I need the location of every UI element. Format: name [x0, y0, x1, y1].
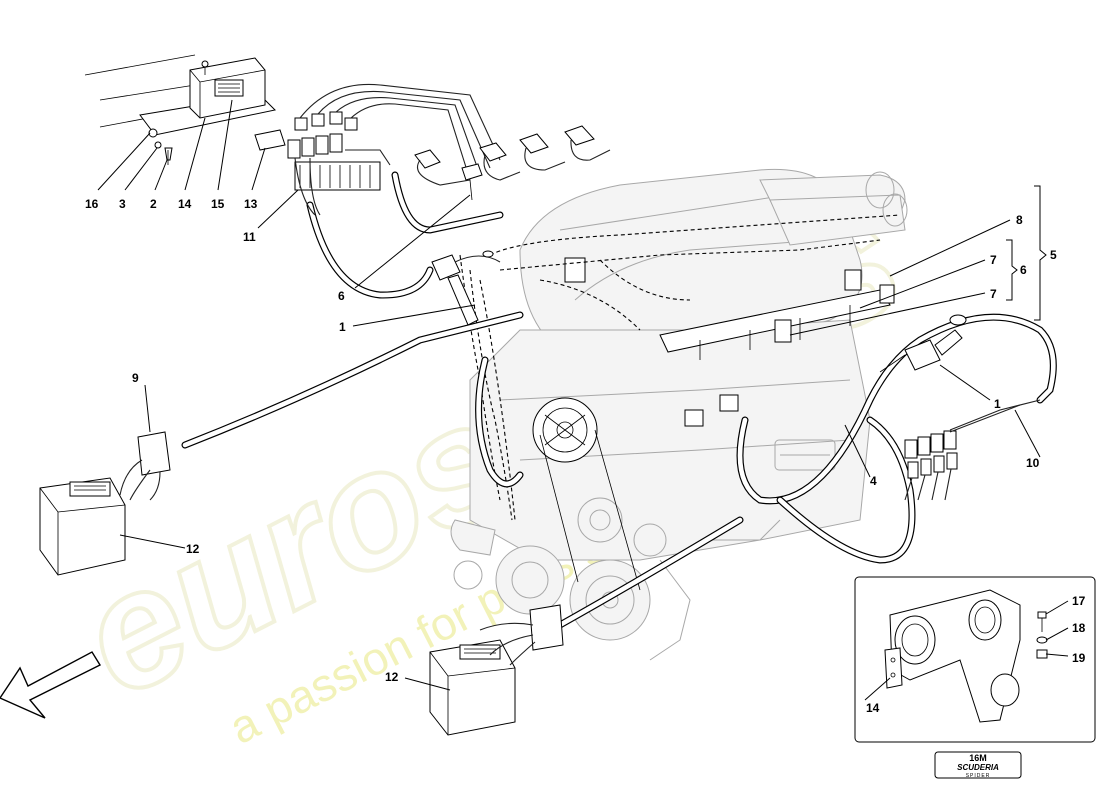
badge-line-3: SPIDER	[966, 773, 991, 779]
callout-19: 19	[1072, 651, 1086, 665]
callout-8: 8	[1016, 213, 1023, 227]
ecu-bracket-assembly	[84, 54, 286, 165]
coil-connectors-right	[904, 404, 1021, 501]
callout-labels: 16 3 2 14 15 13 11 6 1 9 12 8 7 6 5 7 1 …	[85, 197, 1086, 715]
callout-3: 3	[119, 197, 126, 211]
model-badge: 16M SCUDERIA SPIDER	[934, 751, 1022, 779]
callout-18: 18	[1072, 621, 1086, 635]
oxygen-sensor	[879, 314, 967, 373]
leader-lines	[97, 99, 1069, 701]
ecu-lower	[429, 604, 564, 736]
callout-9: 9	[132, 371, 139, 385]
connector-cluster-top	[287, 83, 611, 216]
callout-15: 15	[211, 197, 225, 211]
callout-13: 13	[244, 197, 258, 211]
callout-12-left: 12	[186, 542, 200, 556]
callout-10: 10	[1026, 456, 1040, 470]
callout-6-right: 6	[1020, 263, 1027, 277]
callout-7-top: 7	[990, 253, 997, 267]
callout-5: 5	[1050, 248, 1057, 262]
callout-14-top: 14	[178, 197, 192, 211]
callout-1-right: 1	[994, 397, 1001, 411]
callout-2: 2	[150, 197, 157, 211]
direction-arrow	[0, 651, 101, 719]
callout-16: 16	[85, 197, 99, 211]
wiring-harness	[181, 171, 1057, 629]
callout-7-bottom: 7	[990, 287, 997, 301]
callout-4: 4	[870, 474, 877, 488]
engine-block	[450, 168, 908, 661]
ecu-left	[39, 431, 171, 576]
badge-line-2: SCUDERIA	[957, 763, 999, 772]
callout-6-left: 6	[338, 289, 345, 303]
callout-17: 17	[1072, 594, 1086, 608]
callout-12-lower: 12	[385, 670, 399, 684]
ignition-coil	[431, 250, 501, 326]
badge-line-1: 16M	[969, 753, 987, 763]
callout-14-inset: 14	[866, 701, 880, 715]
callout-1-left: 1	[339, 320, 346, 334]
callout-11: 11	[243, 230, 256, 244]
inset-detail	[854, 576, 1096, 743]
